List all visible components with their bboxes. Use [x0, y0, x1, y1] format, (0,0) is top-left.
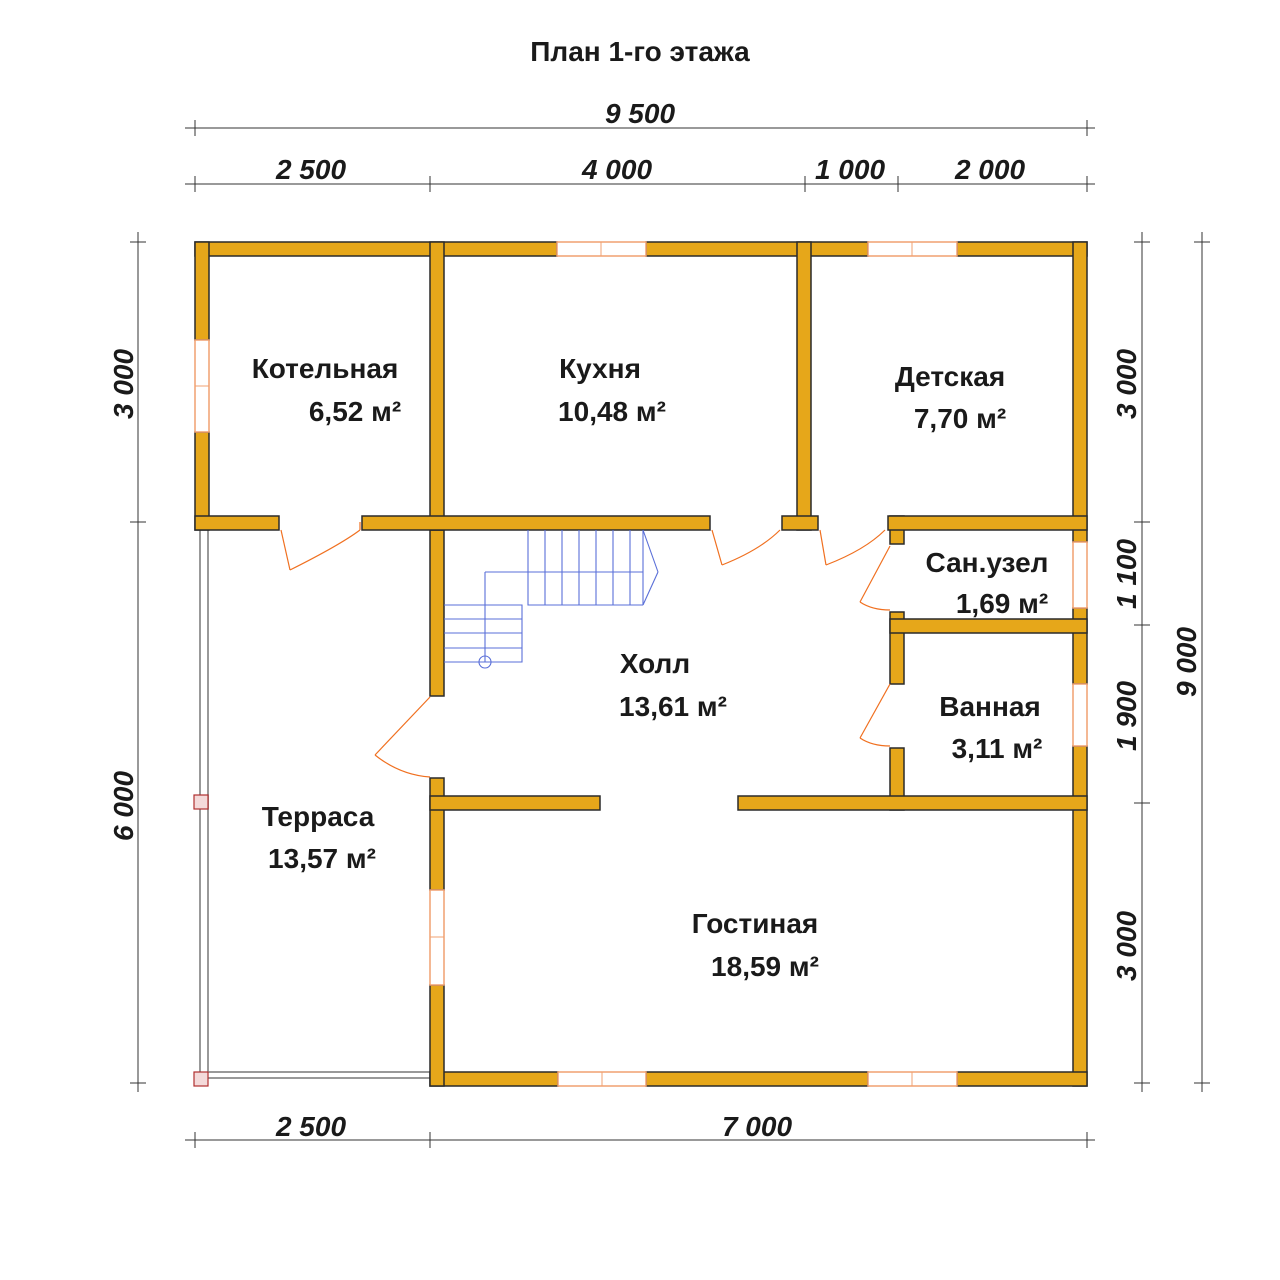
room-area-bath: 3,11 м² — [952, 733, 1043, 764]
room-area-wc: 1,69 м² — [956, 588, 1048, 619]
dim-top-total: 9 500 — [605, 98, 675, 129]
dim-right-1: 3 000 — [1111, 349, 1142, 419]
dim-top-1: 2 500 — [275, 154, 346, 185]
dim-bottom-1: 2 500 — [275, 1111, 346, 1142]
room-name-wc: Сан.узел — [926, 547, 1049, 578]
dim-left-2: 6 000 — [108, 771, 139, 841]
window — [1072, 683, 1088, 747]
dim-right-total: 9 000 — [1171, 627, 1202, 697]
dim-right-2: 1 100 — [1111, 539, 1142, 609]
dim-right-4: 3 000 — [1111, 911, 1142, 981]
room-area-terrace: 13,57 м² — [268, 843, 376, 874]
dimension-labels: 9 500 2 500 4 000 1 000 2 000 2 500 7 00… — [108, 98, 1202, 1142]
dim-left-1: 3 000 — [108, 349, 139, 419]
room-name-kitchen: Кухня — [559, 353, 641, 384]
room-name-boiler: Котельная — [252, 353, 399, 384]
dim-top-2: 4 000 — [581, 154, 652, 185]
room-name-nursery: Детская — [895, 361, 1005, 392]
window — [1072, 541, 1088, 609]
room-name-living: Гостиная — [692, 908, 819, 939]
windows — [194, 241, 1088, 1087]
room-name-bath: Ванная — [939, 691, 1041, 722]
terrace-post — [193, 794, 209, 810]
room-labels: Котельная 6,52 м² Кухня 10,48 м² Детская… — [252, 353, 1049, 982]
staircase — [444, 529, 659, 669]
room-area-nursery: 7,70 м² — [914, 403, 1006, 434]
room-area-kitchen: 10,48 м² — [558, 396, 666, 427]
room-area-hall: 13,61 м² — [619, 691, 727, 722]
doors — [280, 522, 891, 778]
terrace-outline — [193, 525, 432, 1087]
dim-right-3: 1 900 — [1111, 681, 1142, 751]
room-area-living: 18,59 м² — [711, 951, 819, 982]
dim-bottom-2: 7 000 — [722, 1111, 792, 1142]
room-area-boiler: 6,52 м² — [309, 396, 401, 427]
terrace-post — [193, 1071, 209, 1087]
dimension-lines — [130, 120, 1210, 1148]
plan-title: План 1-го этажа — [530, 36, 750, 67]
walls — [194, 241, 1088, 1087]
dim-top-3: 1 000 — [815, 154, 885, 185]
room-name-hall: Холл — [620, 648, 690, 679]
room-name-terrace: Терраса — [262, 801, 375, 832]
dim-top-4: 2 000 — [954, 154, 1025, 185]
